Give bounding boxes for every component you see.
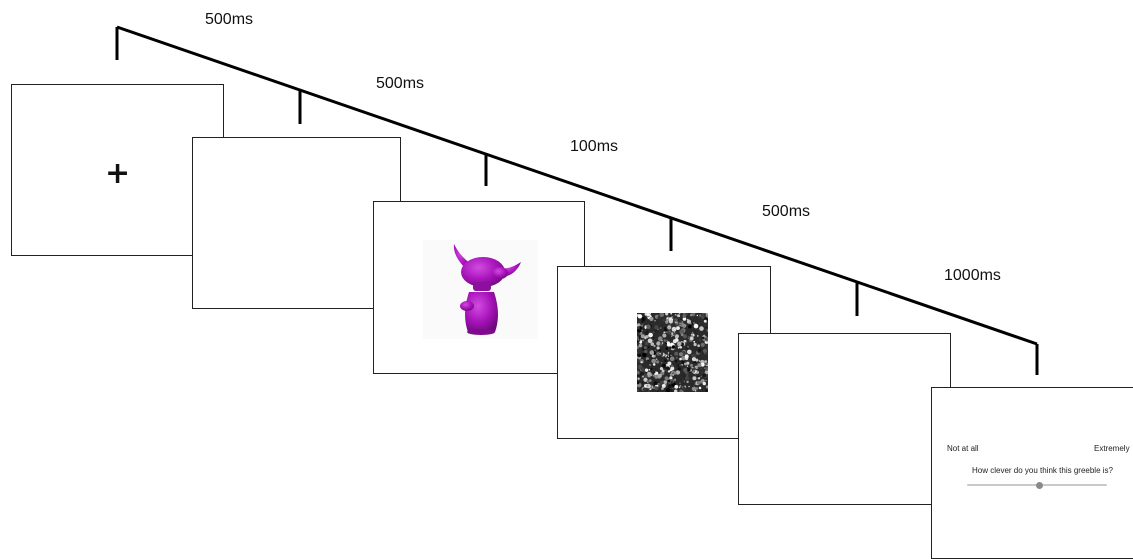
- duration-label-fixation: 500ms: [205, 11, 254, 28]
- duration-label-stimulus: 100ms: [570, 138, 619, 155]
- blank-screen: [192, 137, 401, 309]
- greeble-figure: [453, 244, 521, 335]
- blank-screen-2: [738, 333, 951, 505]
- noise-mask-pattern: [635, 311, 710, 394]
- duration-label-mask: 500ms: [762, 203, 811, 220]
- duration-label-blank: 500ms: [376, 75, 425, 92]
- rating-slider-thumb[interactable]: [1036, 482, 1044, 489]
- rating-screen: Not at all Extremely How clever do you t…: [931, 387, 1133, 559]
- stimulus-screen: [373, 201, 585, 374]
- fixation-screen: +: [11, 84, 224, 256]
- rating-right-anchor: Extremely: [1094, 444, 1130, 453]
- greeble-image: [423, 240, 538, 339]
- rating-left-anchor: Not at all: [947, 444, 979, 453]
- noise-mask: [635, 311, 710, 394]
- timeline-axis: [116, 25, 1038, 346]
- rating-question: How clever do you think this greeble is?: [972, 466, 1113, 475]
- duration-label-blank-2: 1000ms: [944, 267, 1001, 284]
- fixation-cross: +: [105, 156, 131, 191]
- mask-screen: [557, 266, 771, 439]
